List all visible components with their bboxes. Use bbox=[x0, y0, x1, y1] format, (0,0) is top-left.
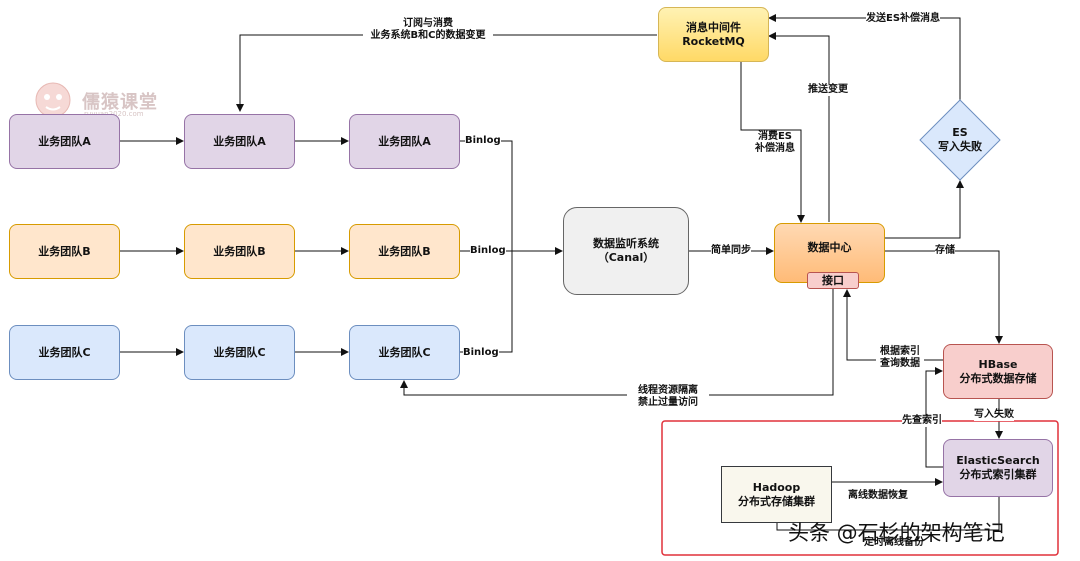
hbase-node[interactable]: HBase 分布式数据存储 bbox=[943, 344, 1053, 399]
label-binlog-b: Binlog bbox=[470, 245, 506, 257]
edge-mq-subscribe bbox=[236, 34, 657, 112]
edge-es-hadoop bbox=[776, 497, 1000, 531]
team-b-node-1[interactable]: 业务团队B bbox=[9, 224, 120, 279]
label-query-index: 根据索引查询数据 bbox=[876, 346, 924, 370]
team-c-node-2[interactable]: 业务团队C bbox=[184, 325, 295, 380]
canal-node[interactable]: 数据监听系统 （Canal） bbox=[563, 207, 689, 295]
label-thread-iso: 线程资源隔离禁止过量访问 bbox=[627, 385, 709, 409]
team-a-node-2[interactable]: 业务团队A bbox=[184, 114, 295, 169]
team-b-node-3[interactable]: 业务团队B bbox=[349, 224, 460, 279]
edge-center-hbase bbox=[885, 250, 1003, 344]
label-send-es: 发送ES补偿消息 bbox=[866, 13, 941, 25]
edge-center-push bbox=[768, 32, 830, 222]
hadoop-node[interactable]: Hadoop 分布式存储集群 bbox=[721, 466, 832, 523]
es-fail-decision[interactable]: ES 写入失败 bbox=[938, 126, 982, 153]
label-first-index: 先查索引 bbox=[902, 415, 942, 427]
label-store: 存储 bbox=[935, 245, 955, 257]
label-push-change: 推送变更 bbox=[808, 84, 848, 96]
label-write-fail: 写入失败 bbox=[974, 409, 1014, 421]
logo-name: 儒猿课堂 bbox=[82, 92, 158, 113]
team-a-node-1[interactable]: 业务团队A bbox=[9, 114, 120, 169]
edge-center-esfail bbox=[885, 180, 964, 239]
watermark: 头条 @石杉的架构笔记 bbox=[788, 521, 1005, 545]
label-offline-restore: 离线数据恢复 bbox=[848, 490, 908, 502]
highlight-frame bbox=[661, 420, 1059, 556]
edge-binlog-c bbox=[460, 251, 513, 353]
label-binlog-c: Binlog bbox=[463, 347, 499, 359]
edge-mq-consume bbox=[740, 62, 805, 223]
team-c-node-1[interactable]: 业务团队C bbox=[9, 325, 120, 380]
edge-binlog-a bbox=[460, 140, 513, 251]
label-subscribe: 订阅与消费业务系统B和C的数据变更 bbox=[363, 18, 493, 42]
team-a-node-3[interactable]: 业务团队A bbox=[349, 114, 460, 169]
team-c-node-3[interactable]: 业务团队C bbox=[349, 325, 460, 380]
team-b-node-2[interactable]: 业务团队B bbox=[184, 224, 295, 279]
edge-esfail-mq bbox=[768, 14, 961, 100]
elasticsearch-node[interactable]: ElasticSearch 分布式索引集群 bbox=[943, 439, 1053, 497]
label-binlog-a: Binlog bbox=[465, 135, 501, 147]
es-fail-diamond-shape bbox=[919, 99, 1001, 181]
label-offline-backup: 定时离线备份 bbox=[864, 537, 924, 549]
label-simple-sync: 简单同步 bbox=[711, 245, 751, 257]
edge-iface-c3 bbox=[400, 289, 834, 396]
interface-node[interactable]: 接口 bbox=[807, 272, 859, 289]
rocketmq-node[interactable]: 消息中间件 RocketMQ bbox=[658, 7, 769, 62]
